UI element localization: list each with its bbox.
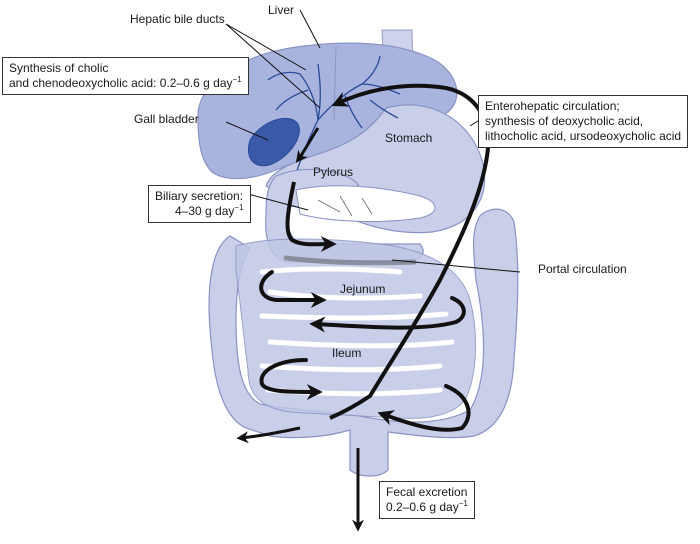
enterohepatic-line3: lithocholic acid, ursodeoxycholic acid bbox=[485, 129, 682, 143]
fecal-line2: 0.2–0.6 g day−1 bbox=[386, 499, 468, 515]
liver-label: Liver bbox=[268, 3, 295, 17]
biliary-secretion-box: Biliary secretion: 4–30 g day−1 bbox=[148, 185, 251, 223]
enterohepatic-line2: synthesis of deoxycholic acid, bbox=[485, 114, 644, 128]
fecal-line1: Fecal excretion bbox=[386, 485, 468, 499]
enterohepatic-box: Enterohepatic circulation; synthesis of … bbox=[478, 95, 689, 148]
leader-lines bbox=[225, 9, 521, 273]
pylorus-label: Pylorus bbox=[313, 165, 354, 179]
synthesis-line2: and chenodeoxycholic acid: 0.2–0.6 g day… bbox=[9, 75, 242, 91]
biliary-line2: 4–30 g day−1 bbox=[175, 203, 244, 219]
small-intestine bbox=[235, 238, 477, 419]
portal-vessel bbox=[283, 255, 417, 266]
intestinal-flow bbox=[259, 270, 471, 432]
enterohepatic-line1: Enterohepatic circulation; bbox=[485, 99, 620, 113]
bile-flow-arrow-upper bbox=[295, 127, 320, 163]
biliary-line1: Biliary secretion: bbox=[155, 189, 244, 203]
gall-bladder-shape bbox=[248, 117, 300, 167]
ileum-label: Ileum bbox=[332, 346, 362, 360]
colon-exit-arrow bbox=[236, 426, 301, 444]
fecal-excretion-box: Fecal excretion 0.2–0.6 g day−1 bbox=[379, 481, 475, 519]
synthesis-box: Synthesis of cholic and chenodeoxycholic… bbox=[2, 57, 249, 95]
jejunum-label: Jejunum bbox=[340, 282, 386, 296]
hepatic-bile-ducts-label: Hepatic bile ducts bbox=[130, 12, 225, 26]
stomach-label: Stomach bbox=[385, 131, 433, 145]
synthesis-line1: Synthesis of cholic bbox=[9, 61, 109, 75]
gall-bladder-label: Gall bladder bbox=[134, 112, 199, 126]
enterohepatic-loop bbox=[329, 83, 491, 420]
portal-circulation-label: Portal circulation bbox=[538, 262, 627, 276]
